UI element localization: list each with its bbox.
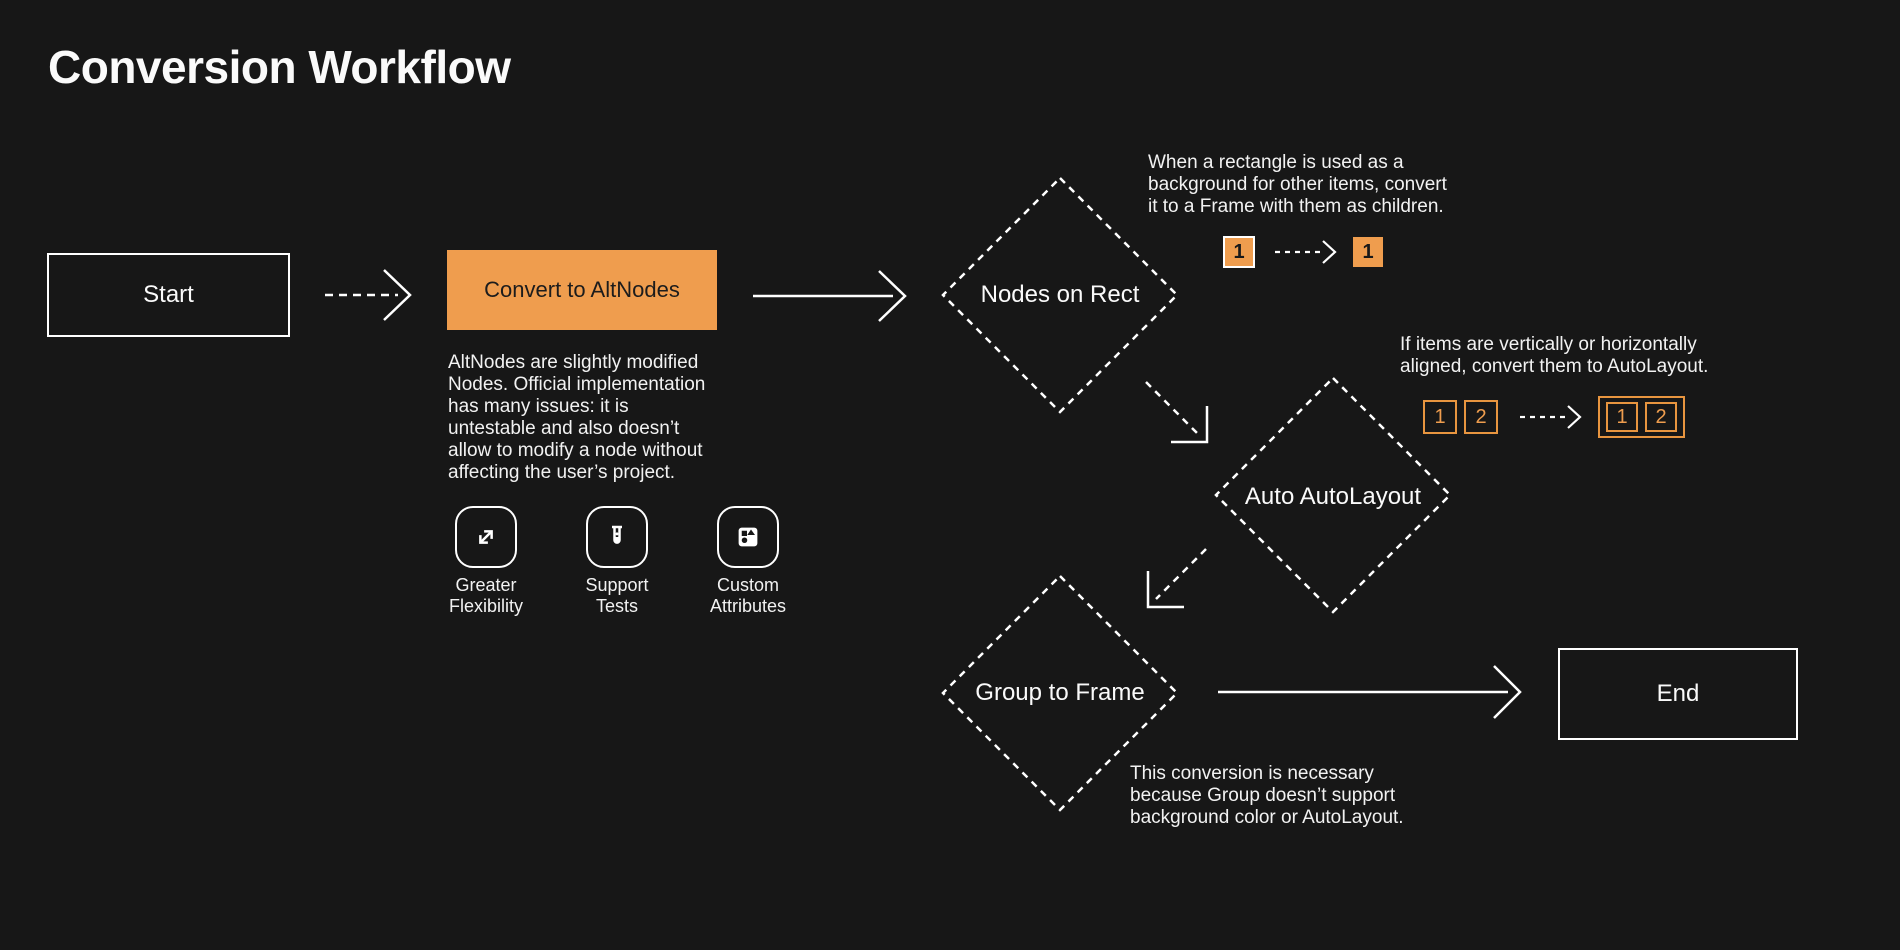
altnodes-description: AltNodes are slightly modified Nodes. Of… (448, 352, 706, 483)
auto-autolayout-note: If items are vertically or horizontally … (1400, 334, 1709, 377)
nodes-on-rect-note: When a rectangle is used as a background… (1148, 152, 1447, 217)
feature-support-tests: Support Tests (567, 506, 667, 617)
aligned-item-1: 1 (1423, 400, 1457, 434)
shapes-icon (717, 506, 779, 568)
arrow-start-to-convert (325, 269, 412, 321)
group-to-frame-note: This conversion is necessary because Gro… (1130, 763, 1404, 828)
aligned-item-2: 2 (1464, 400, 1498, 434)
feature-label: Greater Flexibility (448, 575, 523, 616)
feature-greater-flexibility: Greater Flexibility (436, 506, 536, 617)
group-to-frame-label: Group to Frame (975, 679, 1145, 706)
arrow-autolayout-to-grouptoframe (1146, 548, 1207, 609)
arrow-nodesonrect-to-autolayout (1145, 381, 1209, 444)
test-tube-icon (586, 506, 648, 568)
start-node[interactable]: Start (47, 253, 290, 337)
altnodes-features: Greater Flexibility Support Tests (436, 506, 798, 617)
convert-to-altnodes-node[interactable]: Convert to AltNodes (447, 250, 717, 330)
start-label: Start (143, 281, 194, 308)
end-label: End (1656, 680, 1700, 707)
arrow-grouptoframe-to-end (1218, 665, 1522, 719)
mini-dashed-arrow (1275, 240, 1337, 264)
convert-label: Convert to AltNodes (484, 277, 680, 302)
autolayout-frame: 1 2 (1598, 396, 1685, 438)
arrow-convert-to-nodesonrect (753, 270, 907, 322)
nodes-on-rect-label: Nodes on Rect (980, 281, 1140, 308)
mini-align-to-autolayout: 1 2 1 2 (1423, 396, 1685, 438)
feature-label: Support Tests (585, 575, 649, 616)
page-title: Conversion Workflow (48, 41, 511, 93)
mini-dashed-arrow (1520, 405, 1582, 429)
feature-label: Custom Attributes (709, 575, 787, 616)
frame-item-square: 1 (1353, 237, 1383, 267)
feature-custom-attributes: Custom Attributes (698, 506, 798, 617)
expand-arrows-icon (455, 506, 517, 568)
end-node[interactable]: End (1558, 648, 1798, 740)
auto-autolayout-label: Auto AutoLayout (1244, 483, 1422, 510)
autolayout-item-2: 2 (1645, 402, 1677, 432)
rect-item-square: 1 (1223, 236, 1255, 268)
autolayout-item-1: 1 (1606, 402, 1638, 432)
mini-rect-to-frame: 1 1 (1223, 236, 1383, 268)
